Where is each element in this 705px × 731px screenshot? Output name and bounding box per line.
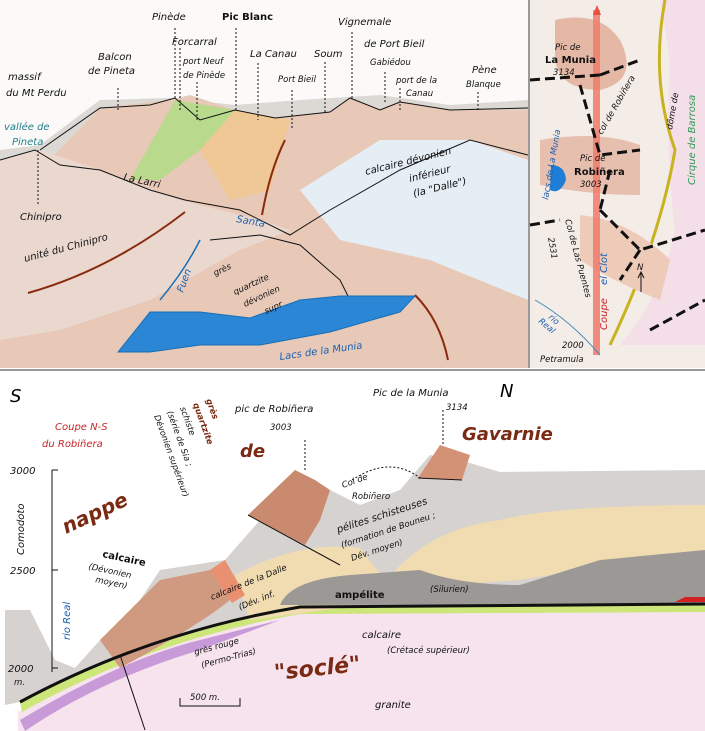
north-arrow-icon bbox=[637, 270, 645, 292]
map-label-robinera-alt: 3003 bbox=[580, 180, 602, 190]
label-pinede: Pinède bbox=[152, 11, 186, 23]
map-label-north: N bbox=[637, 263, 644, 273]
axis-unit: m. bbox=[14, 678, 25, 688]
label-vignemale: Vignemale bbox=[338, 17, 391, 28]
label-pene: Pène bbox=[472, 64, 497, 76]
label-de-port-bieil: de Port Bieil bbox=[364, 39, 425, 50]
label-col-robinero: Robiñero bbox=[352, 492, 390, 502]
label-port-neuf-pinede: de Pinède bbox=[183, 70, 225, 81]
map-label-pic-de-2: Pic de bbox=[580, 154, 606, 164]
label-santa: Santa bbox=[235, 214, 265, 230]
scale-bar bbox=[179, 698, 241, 707]
label-south: S bbox=[10, 386, 21, 407]
label-de: de bbox=[240, 441, 265, 462]
map-label-cirque-barrosa: Cirque de Barrosa bbox=[687, 95, 698, 185]
label-soum: Soum bbox=[314, 49, 343, 60]
label-balcon: Balcon bbox=[98, 52, 132, 63]
label-massif: massif bbox=[8, 72, 42, 83]
label-chinipro: Chinipro bbox=[20, 212, 62, 223]
gavarnie-thrust bbox=[19, 602, 705, 704]
label-gabiedou: Gabiédou bbox=[370, 57, 411, 68]
label-scale: 500 m. bbox=[190, 693, 220, 703]
map-label-la-munia: La Munia bbox=[545, 55, 596, 66]
axis-tick-3000: 3000 bbox=[10, 466, 35, 477]
label-gavarnie: Gavarnie bbox=[462, 424, 553, 445]
map-label-el-clot: el Clot bbox=[599, 252, 610, 285]
ampelite-layer bbox=[280, 550, 705, 605]
map-label-col-puentes-alt: 2531 bbox=[545, 237, 559, 260]
label-pic-robinera: pic de Robiñera bbox=[234, 404, 313, 415]
label-north: N bbox=[500, 381, 513, 402]
label-port-neuf: port Neuf bbox=[182, 57, 225, 67]
label-canau: Canau bbox=[406, 89, 433, 99]
label-calcaire-cretace: calcaire bbox=[362, 630, 401, 641]
map-label-pic-de: Pic de bbox=[555, 43, 581, 53]
label-blanque: Blanque bbox=[466, 80, 501, 90]
label-robinera-alt: 3003 bbox=[270, 423, 292, 433]
label-port-bieil: Port Bieil bbox=[278, 75, 317, 85]
map-label-2000: 2000 bbox=[562, 341, 584, 351]
label-port-de-la-canau: port de la bbox=[395, 76, 437, 86]
map-label-coupe: Coupe bbox=[599, 298, 610, 330]
axis-tick-2500: 2500 bbox=[10, 566, 35, 577]
label-pic-blanc: Pic Blanc bbox=[222, 12, 273, 23]
cross-section bbox=[0, 372, 705, 731]
map-label-munia-alt: 3134 bbox=[553, 68, 575, 78]
label-silurien: (Silurien) bbox=[430, 585, 469, 595]
label-comodoto: Comodoto bbox=[16, 504, 27, 555]
label-balcon-pineta: de Pineta bbox=[88, 66, 135, 77]
panorama-sketch bbox=[0, 0, 529, 368]
munia-peak bbox=[418, 445, 470, 480]
granite-socle bbox=[18, 608, 705, 731]
label-ampelite: ampélite bbox=[335, 589, 385, 601]
label-granite: granite bbox=[375, 700, 411, 711]
label-forcarral: Forcarral bbox=[172, 37, 217, 48]
section-title: Coupe N-S bbox=[55, 422, 108, 433]
section-line bbox=[593, 10, 600, 355]
label-rio-real: rio Real bbox=[62, 602, 73, 640]
label-pic-munia: Pic de la Munia bbox=[373, 388, 448, 399]
label-vallee-de: vallée de bbox=[4, 121, 50, 133]
map-label-robinera: Robiñera bbox=[574, 167, 625, 178]
map-label-petramula: Petramula bbox=[540, 355, 584, 365]
map-sketch bbox=[529, 0, 705, 368]
robinera-peak bbox=[248, 470, 330, 545]
label-cretace-superieur: (Crétacé supérieur) bbox=[387, 645, 470, 656]
axis-tick-2000: 2000 bbox=[8, 664, 33, 675]
label-munia-alt: 3134 bbox=[446, 403, 468, 413]
label-pineta-valley: Pineta bbox=[12, 137, 43, 148]
label-mont-perdu: du Mt Perdu bbox=[6, 88, 67, 99]
label-la-canau: La Canau bbox=[250, 49, 297, 60]
section-subtitle: du Robiñera bbox=[42, 439, 103, 450]
